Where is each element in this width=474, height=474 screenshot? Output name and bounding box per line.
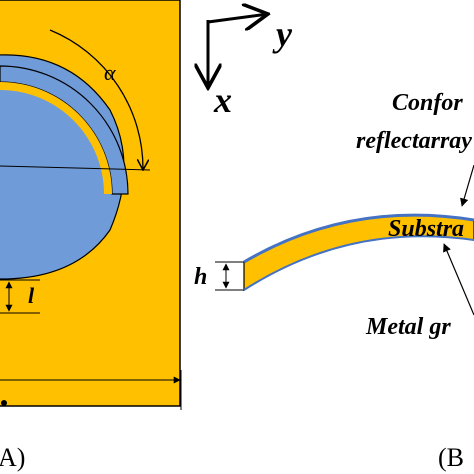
- substrate-label: Substra: [388, 216, 464, 242]
- y-axis-label: y: [272, 14, 293, 54]
- arc-ring-inner-white: [0, 82, 112, 194]
- l-label: l: [28, 283, 35, 308]
- conformal-metal-top: [243, 213, 474, 264]
- panel-a: α l A): [0, 0, 182, 472]
- metal-ground-bottom: [243, 235, 474, 291]
- conformal-label-line1: Confor: [392, 90, 463, 116]
- alpha-label: α: [104, 60, 116, 85]
- width-dim-dot: [1, 400, 7, 406]
- metal-ground-label: Metal gr: [365, 314, 451, 340]
- reference-line: [0, 165, 151, 171]
- coordinate-axes: y x: [208, 14, 293, 120]
- h-label: h: [194, 264, 207, 290]
- panel-a-caption: A): [0, 443, 25, 472]
- panel-b-caption: (B: [438, 443, 464, 472]
- y-axis-arrow: [207, 14, 268, 22]
- conformal-label-line2: reflectarray: [356, 128, 472, 154]
- panel-b: Confor reflectarray Substra h Metal gr (…: [194, 90, 474, 472]
- conformal-leader: [460, 164, 474, 207]
- metal-leader: [443, 243, 474, 316]
- alpha-arc-arrow: [49, 29, 143, 170]
- x-axis-label: x: [213, 80, 232, 120]
